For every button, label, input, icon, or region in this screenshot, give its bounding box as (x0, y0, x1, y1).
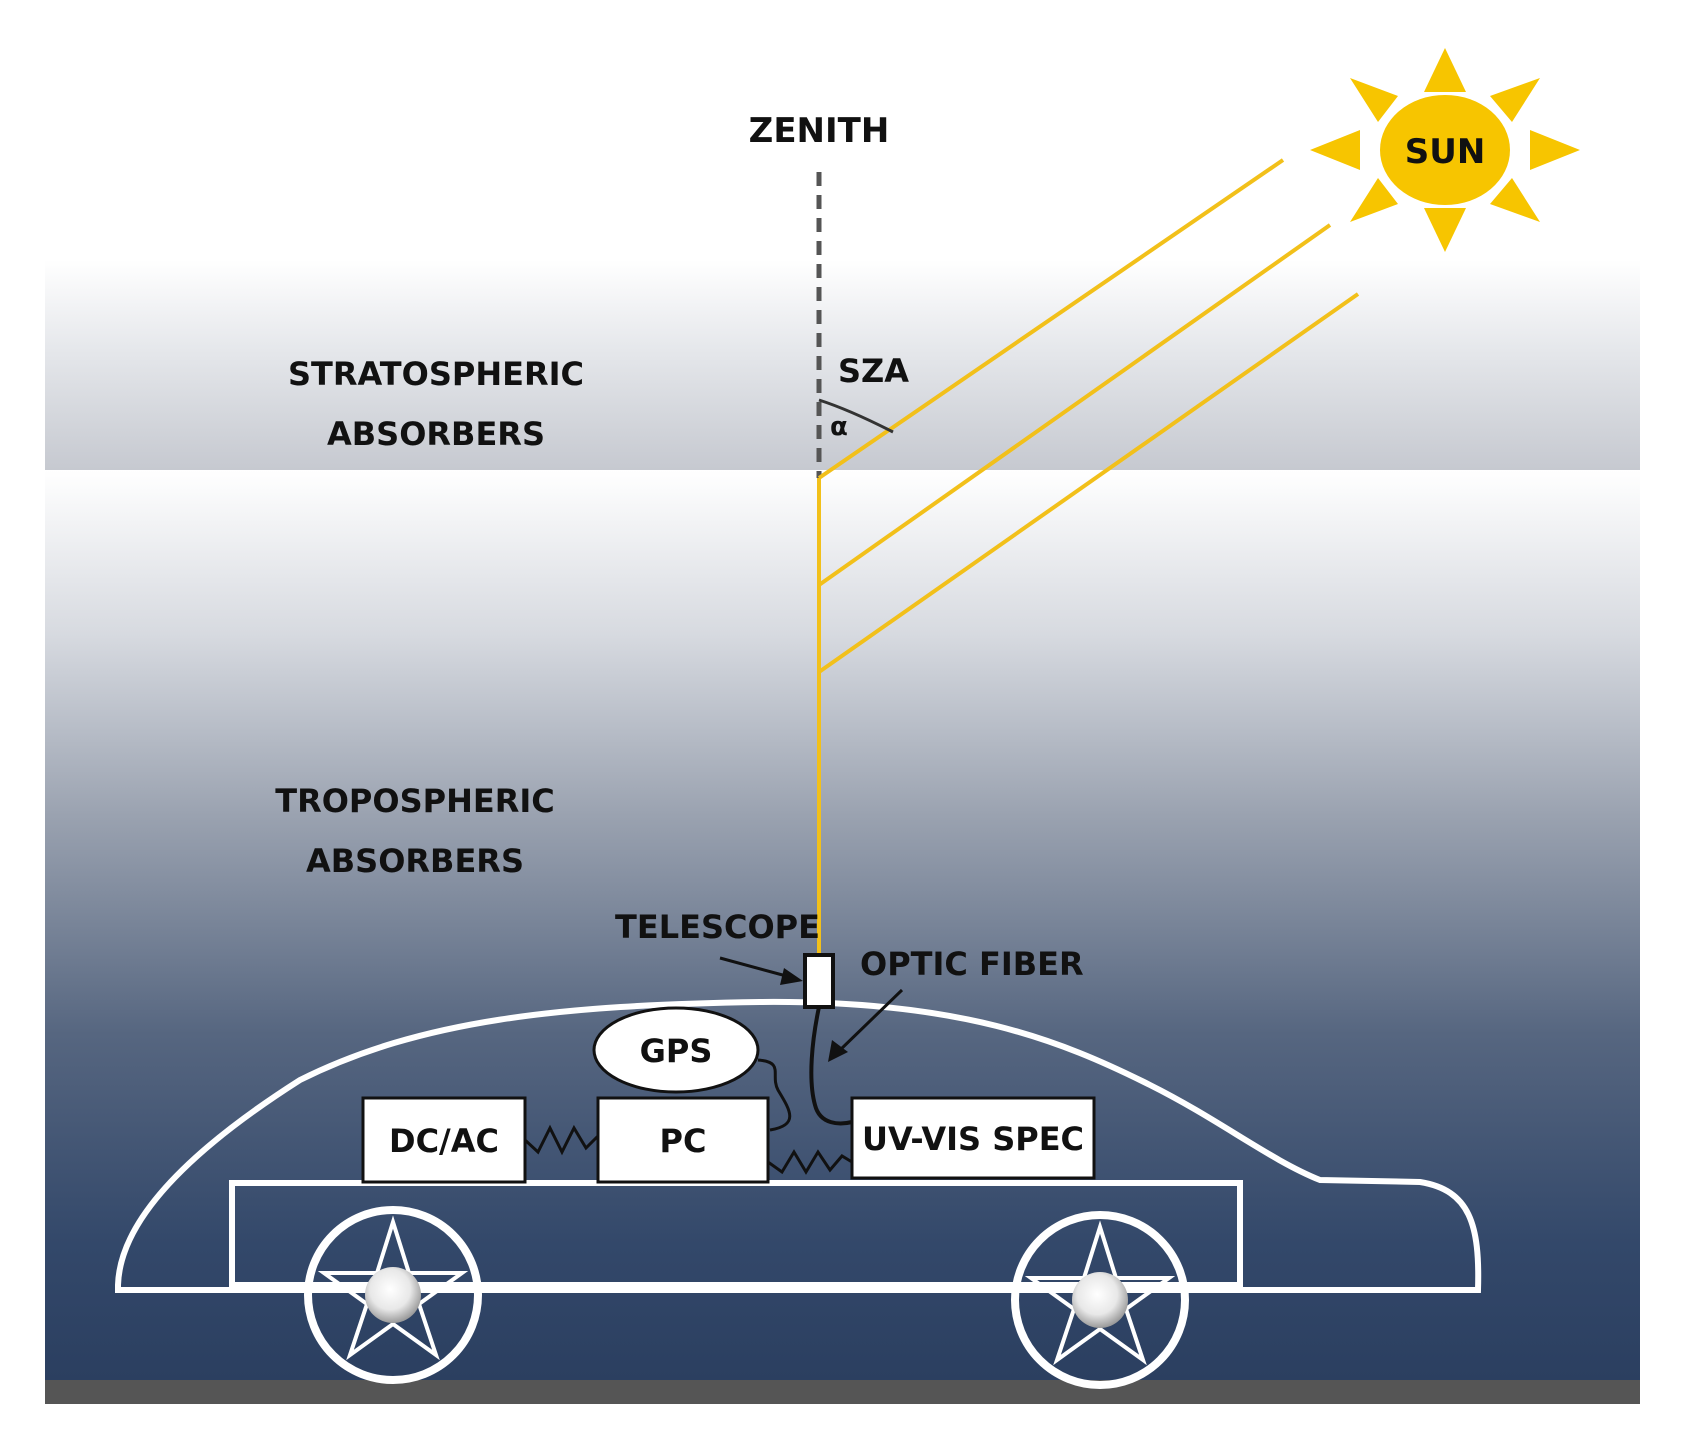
pc-label: PC (660, 1122, 707, 1160)
uv-vis-spec-label: UV-VIS SPEC (862, 1120, 1084, 1158)
front-wheel-star (317, 1215, 469, 1361)
sun-ray-right (1530, 130, 1580, 170)
sun-ray-left (1310, 130, 1360, 170)
light-ray-3 (817, 292, 1360, 674)
pc-to-spec-cable (767, 1149, 853, 1175)
telescope-arrowhead (780, 968, 803, 985)
dc-ac-to-pc-cable (523, 1124, 600, 1156)
optic-fiber-label: OPTIC FIBER (860, 945, 1084, 983)
car-body-outline (115, 998, 1482, 1293)
ground-strip (45, 1380, 1640, 1404)
light-ray-1 (817, 158, 1285, 480)
gps-label: GPS (640, 1032, 713, 1070)
telescope-arrow-line (719, 956, 791, 979)
sun-disc (1380, 95, 1510, 205)
sun-ray-top (1424, 48, 1466, 92)
uv-vis-spec-box (850, 1096, 1096, 1180)
telescope-box (803, 953, 835, 1009)
light-ray-2 (817, 223, 1332, 587)
sun: SUN (1310, 48, 1580, 252)
stratospheric-band (45, 260, 1640, 470)
sza-label: SZA (838, 352, 909, 390)
zenith-label: ZENITH (749, 111, 890, 151)
gps-cable (757, 1058, 792, 1132)
pc-box (596, 1096, 770, 1184)
front-wheel (304, 1206, 482, 1384)
sun-label: SUN (1405, 132, 1486, 172)
rear-wheel-hub (1072, 1272, 1128, 1328)
sun-ray-bottom-right (1490, 178, 1540, 222)
optic-fiber-cable (809, 1006, 853, 1126)
sun-ray-top-right (1490, 78, 1540, 122)
alpha-label: α (830, 412, 848, 442)
front-wheel-hub (365, 1267, 421, 1323)
optic-fiber-arrowhead (828, 1040, 848, 1062)
sunlight-rays (817, 158, 1360, 958)
sun-ray-bottom-left (1350, 178, 1398, 222)
sza-angle-arc (818, 398, 894, 434)
sun-ray-bottom (1424, 208, 1466, 252)
rear-wheel (1011, 1211, 1189, 1389)
tropospheric-label-line1: TROPOSPHERIC (275, 782, 555, 820)
telescope-label: TELESCOPE (615, 908, 820, 946)
tropospheric-label-line2: ABSORBERS (306, 842, 524, 880)
stratospheric-label-line1: STRATOSPHERIC (288, 355, 584, 393)
gps-ellipse (592, 1006, 760, 1094)
optic-fiber-arrow-line (836, 988, 904, 1054)
rear-wheel-star (1024, 1220, 1176, 1366)
sun-ray-top-left (1350, 78, 1398, 122)
tropospheric-band (45, 470, 1640, 1380)
stratospheric-label-line2: ABSORBERS (327, 415, 545, 453)
dc-ac-label: DC/AC (389, 1122, 499, 1160)
